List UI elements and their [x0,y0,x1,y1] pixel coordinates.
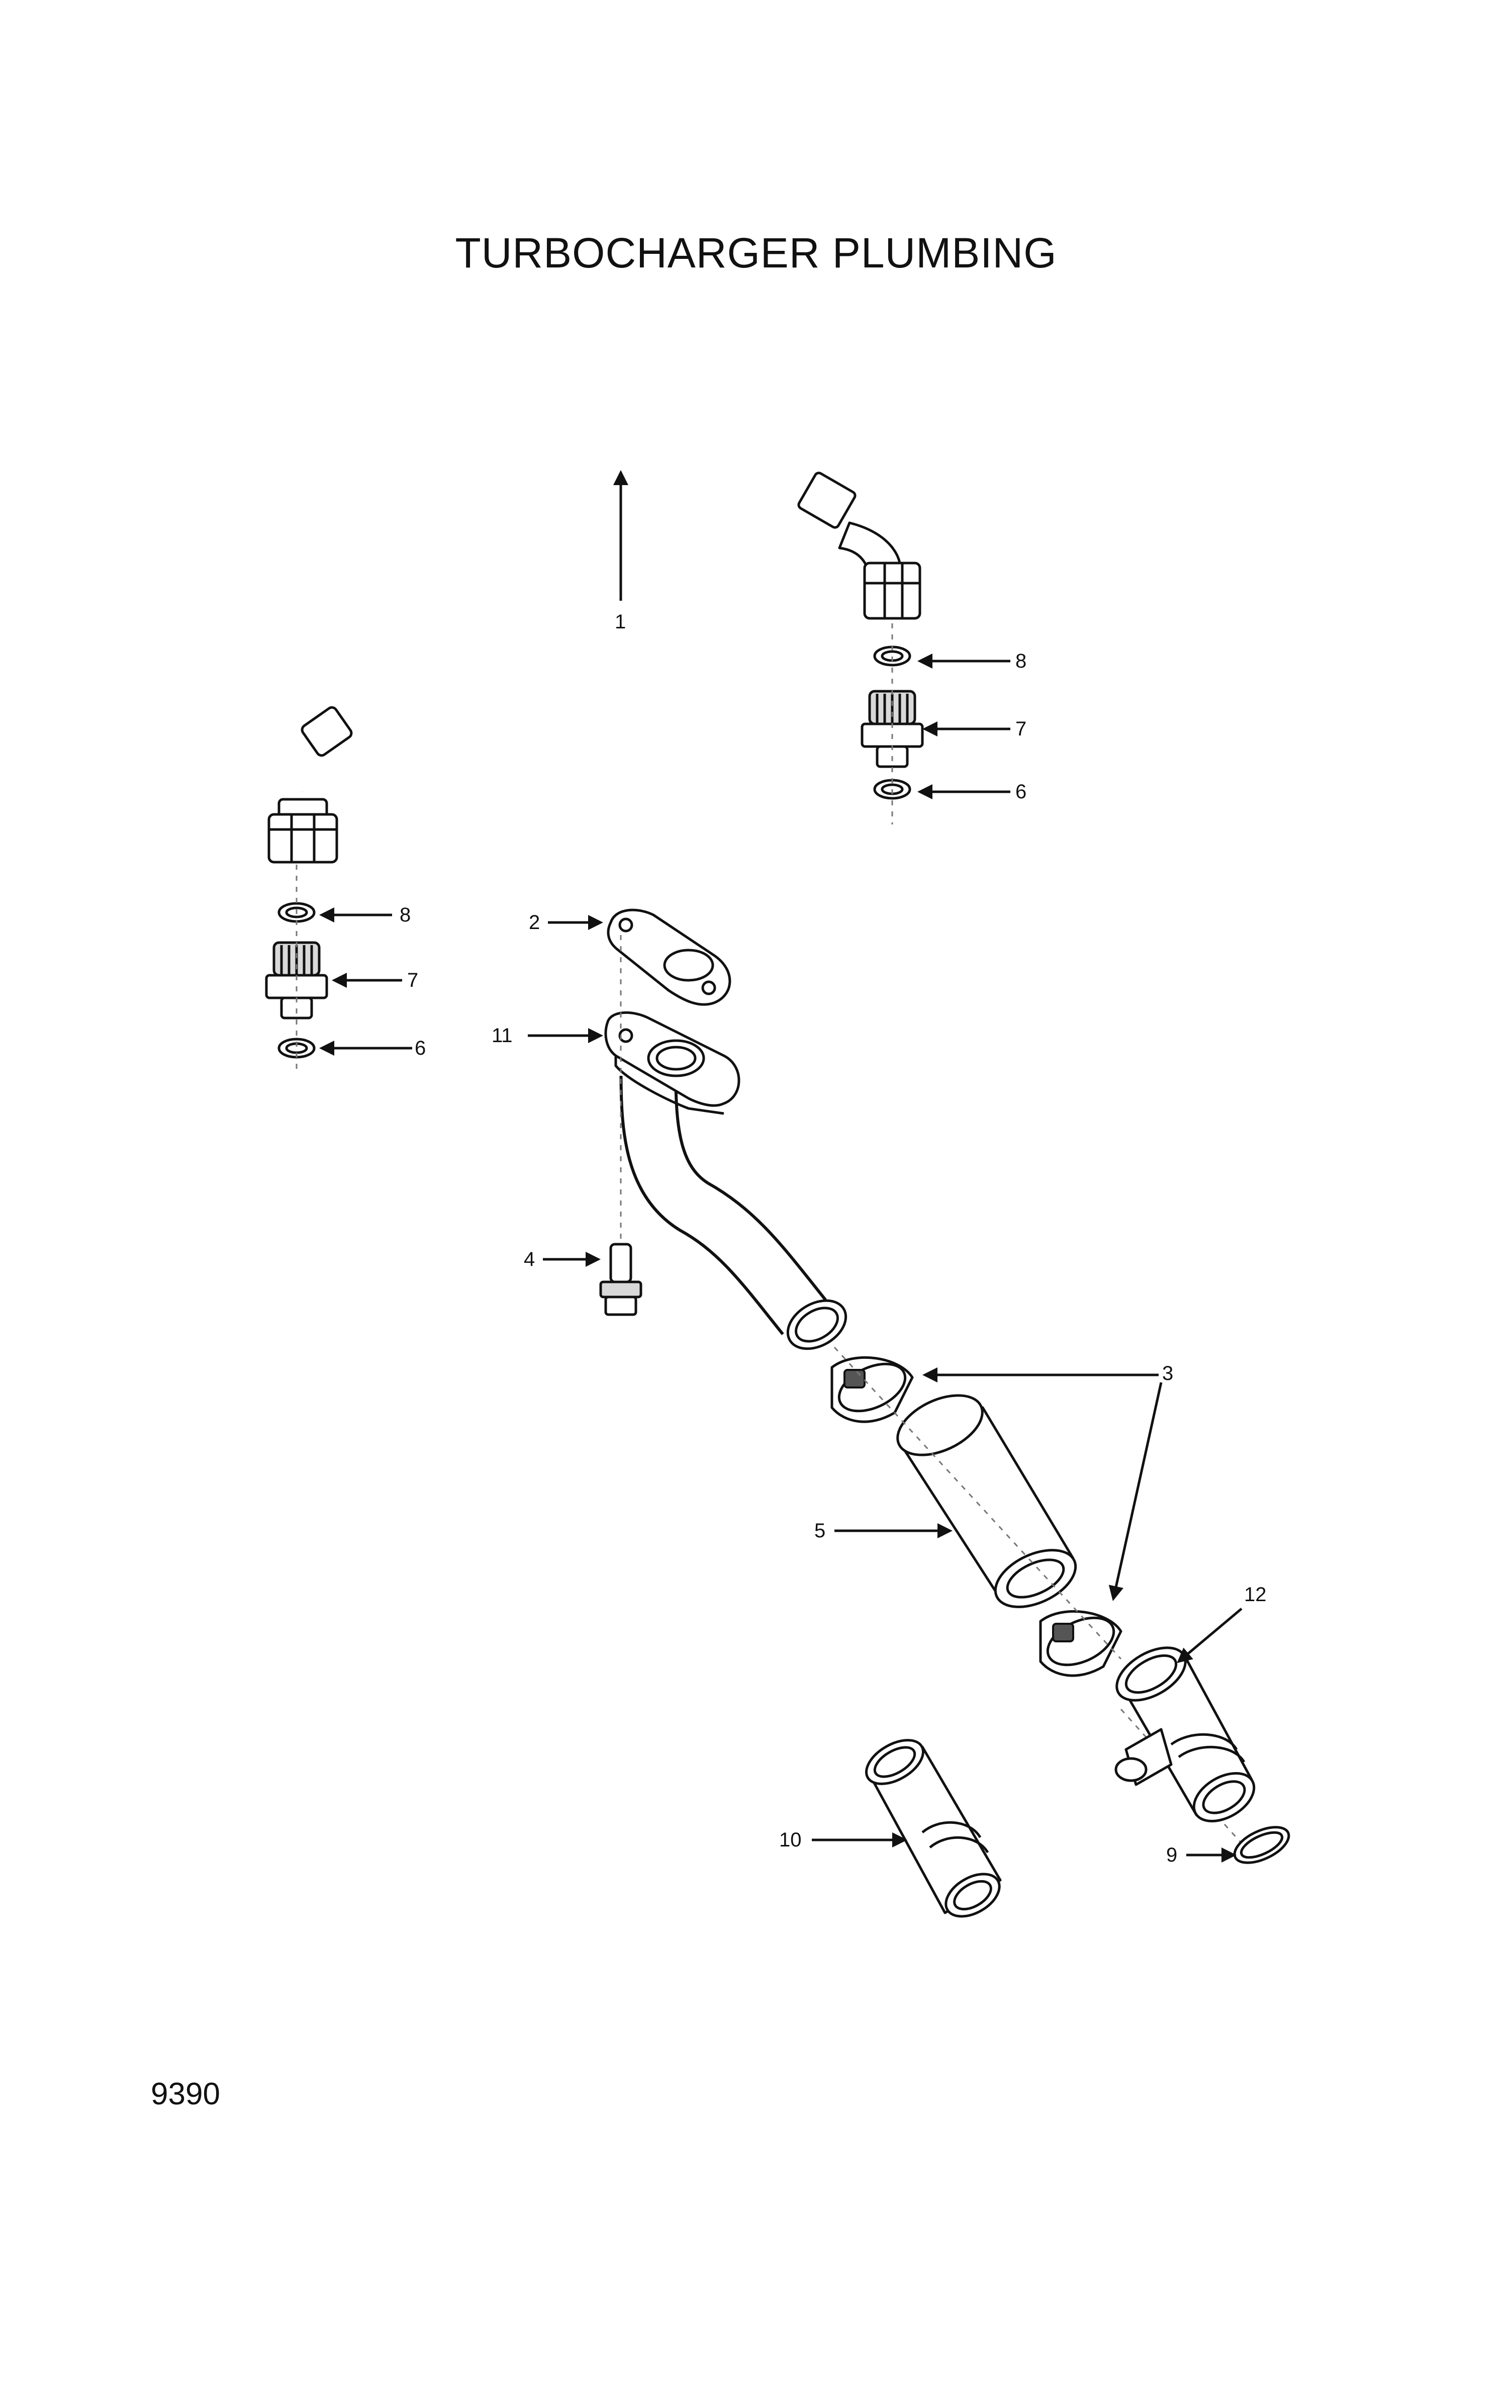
callout-10: 10 [779,1829,802,1851]
part-9-o-ring [1233,1826,1290,1864]
part-4-bolt [599,1243,642,1316]
callout-9: 9 [1166,1844,1177,1866]
part-5-hose [896,1394,1077,1608]
part-3-clamp-lower [1039,1610,1122,1677]
part-10-connector [865,1739,1002,1918]
diagram-title: TURBOCHARGER PLUMBING [455,229,1057,276]
callout-6-right: 6 [1015,781,1026,803]
callout-7-left: 7 [407,969,418,991]
callout-2: 2 [529,911,540,934]
callout-1: 1 [615,611,626,633]
callout-8-left: 8 [400,904,411,926]
callout-7-right: 7 [1015,718,1026,740]
hose-centerline [833,1346,1122,1660]
part-12-tee-connector [1114,1646,1256,1822]
callout-3: 3 [1162,1362,1173,1384]
part-11-drain-tube [604,1011,847,1350]
page-number: 9390 [151,2077,220,2111]
leader-lines [319,470,1243,1863]
callout-labels: 1 8 7 6 8 7 6 2 11 4 3 5 12 9 10 [400,611,1267,1866]
callout-11: 11 [492,1025,513,1047]
callout-8-right: 8 [1015,650,1026,672]
callout-4: 4 [524,1248,535,1270]
part-1-oil-hose [267,425,921,864]
callout-6-left: 6 [415,1037,426,1059]
part-3-clamp-upper [830,1356,914,1423]
callout-12: 12 [1244,1584,1267,1606]
part-2-gasket [607,908,731,1006]
part-6-washer-left [277,1038,316,1059]
callout-5: 5 [814,1520,825,1542]
